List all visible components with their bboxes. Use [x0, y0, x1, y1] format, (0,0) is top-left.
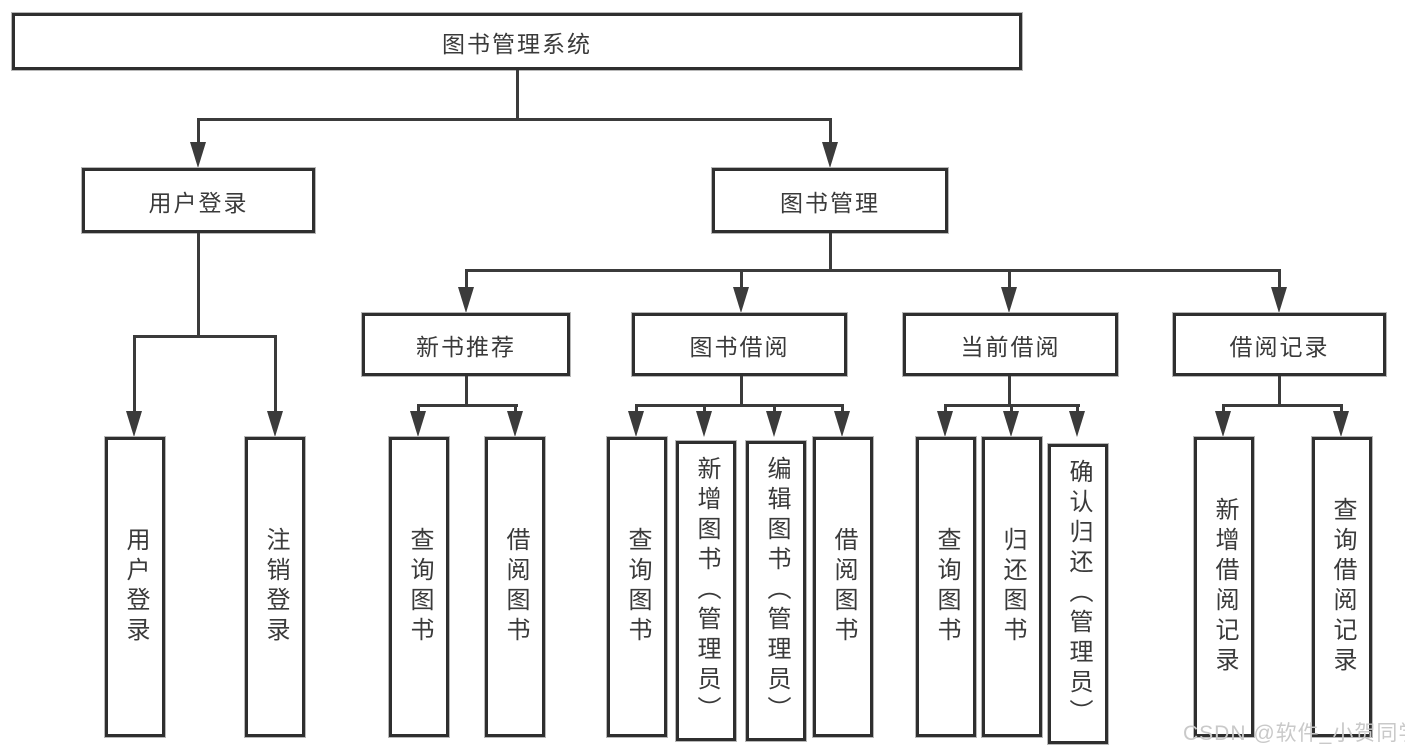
- leaf-edit-books-admin-label: 编辑图书（管理员）: [763, 456, 790, 726]
- arrowhead-d3: [1069, 411, 1085, 437]
- node-borrowing-records-label: 借阅记录: [1229, 333, 1330, 360]
- connector-drop-d2: [1010, 404, 1013, 413]
- connector-drop-new-books: [465, 269, 468, 289]
- node-book-management: 图书管理: [712, 168, 948, 233]
- arrowhead-c1: [628, 411, 644, 437]
- leaf-borrow-books-2-label: 借阅图书: [830, 527, 857, 647]
- leaf-query-borrow-record: 查询借阅记录: [1312, 437, 1372, 737]
- connector-drop-user-login: [197, 118, 200, 144]
- connector-drop-c2: [703, 404, 706, 413]
- arrowhead-e2: [1333, 411, 1349, 437]
- arrowhead-leaf-login: [126, 411, 142, 437]
- connector-drop-d1: [944, 404, 947, 413]
- arrowhead-user-login: [190, 142, 206, 168]
- leaf-confirm-return-admin: 确认归还（管理员）: [1048, 444, 1108, 744]
- leaf-logout-label: 注销登录: [262, 527, 289, 647]
- leaf-return-books: 归还图书: [982, 437, 1042, 737]
- connector-drop-book-mgmt: [829, 118, 832, 144]
- connector-drop-b1: [417, 404, 420, 413]
- connector-root-stem: [516, 70, 519, 118]
- leaf-query-books-1-label: 查询图书: [406, 527, 433, 647]
- leaf-user-login: 用户登录: [105, 437, 165, 737]
- connector-borrow-branch: [636, 404, 844, 407]
- connector-login-branch: [134, 335, 277, 338]
- connector-level1-branch: [197, 118, 832, 121]
- arrowhead-book-borrow: [733, 287, 749, 313]
- leaf-query-books-3: 查询图书: [916, 437, 976, 737]
- connector-newbooks-branch: [418, 404, 518, 407]
- arrowhead-d1: [937, 411, 953, 437]
- node-book-borrowing: 图书借阅: [632, 313, 847, 376]
- connector-drop-c1: [635, 404, 638, 413]
- leaf-query-borrow-record-label: 查询借阅记录: [1329, 497, 1356, 677]
- connector-drop-leaf-login: [133, 335, 136, 413]
- connector-drop-c3: [773, 404, 776, 413]
- leaf-edit-books-admin: 编辑图书（管理员）: [746, 441, 806, 741]
- connector-newbooks-stem: [465, 376, 468, 406]
- connector-records-stem: [1278, 376, 1281, 406]
- connector-drop-e1: [1222, 404, 1225, 413]
- arrowhead-book-mgmt: [822, 142, 838, 168]
- connector-drop-leaf-logout: [274, 335, 277, 413]
- arrowhead-c3: [766, 411, 782, 437]
- connector-drop-book-borrow: [740, 269, 743, 289]
- leaf-add-borrow-record-label: 新增借阅记录: [1211, 497, 1238, 677]
- connector-drop-e2: [1340, 404, 1343, 413]
- node-user-login-label: 用户登录: [148, 189, 249, 216]
- leaf-query-books-2-label: 查询图书: [624, 527, 651, 647]
- leaf-add-borrow-record: 新增借阅记录: [1194, 437, 1254, 737]
- connector-drop-borrow-records: [1278, 269, 1281, 289]
- node-library-system-label: 图书管理系统: [442, 30, 592, 57]
- leaf-borrow-books-1-label: 借阅图书: [502, 527, 529, 647]
- arrowhead-b1: [410, 411, 426, 437]
- arrowhead-e1: [1215, 411, 1231, 437]
- arrowhead-borrow-records: [1271, 287, 1287, 313]
- arrowhead-c4: [834, 411, 850, 437]
- arrowhead-b2: [507, 411, 523, 437]
- node-current-borrowing: 当前借阅: [903, 313, 1118, 376]
- leaf-add-books-admin-label: 新增图书（管理员）: [693, 456, 720, 726]
- csdn-watermark: CSDN @软件_小贺同学: [1183, 722, 1405, 745]
- node-new-book-recommend-label: 新书推荐: [416, 333, 516, 360]
- connector-login-stem: [197, 233, 200, 337]
- node-book-management-label: 图书管理: [780, 189, 880, 216]
- connector-level2-branch: [465, 269, 1281, 272]
- node-borrowing-records: 借阅记录: [1173, 313, 1386, 376]
- leaf-add-books-admin: 新增图书（管理员）: [676, 441, 736, 741]
- leaf-query-books-2: 查询图书: [607, 437, 667, 737]
- leaf-user-login-label: 用户登录: [122, 527, 149, 647]
- leaf-borrow-books-1: 借阅图书: [485, 437, 545, 737]
- leaf-confirm-return-admin-label: 确认归还（管理员）: [1065, 459, 1092, 729]
- arrowhead-new-books: [458, 287, 474, 313]
- leaf-return-books-label: 归还图书: [999, 527, 1026, 647]
- connector-drop-c4: [841, 404, 844, 413]
- node-user-login: 用户登录: [82, 168, 315, 233]
- leaf-borrow-books-2: 借阅图书: [813, 437, 873, 737]
- connector-borrow-stem: [740, 376, 743, 406]
- connector-drop-b2: [514, 404, 517, 413]
- node-new-book-recommend: 新书推荐: [362, 313, 570, 376]
- arrowhead-current-borrow: [1001, 287, 1017, 313]
- connector-records-branch: [1222, 404, 1343, 407]
- arrowhead-d2: [1003, 411, 1019, 437]
- connector-mgmt-stem: [829, 233, 832, 271]
- node-current-borrowing-label: 当前借阅: [960, 333, 1061, 360]
- connector-drop-d3: [1076, 404, 1079, 413]
- arrowhead-leaf-logout: [267, 411, 283, 437]
- arrowhead-c2: [696, 411, 712, 437]
- leaf-logout: 注销登录: [245, 437, 305, 737]
- leaf-query-books-1: 查询图书: [389, 437, 449, 737]
- connector-current-stem: [1008, 376, 1011, 406]
- connector-drop-current-borrow: [1008, 269, 1011, 289]
- node-book-borrowing-label: 图书借阅: [689, 333, 790, 360]
- node-library-system: 图书管理系统: [12, 13, 1022, 70]
- leaf-query-books-3-label: 查询图书: [933, 527, 960, 647]
